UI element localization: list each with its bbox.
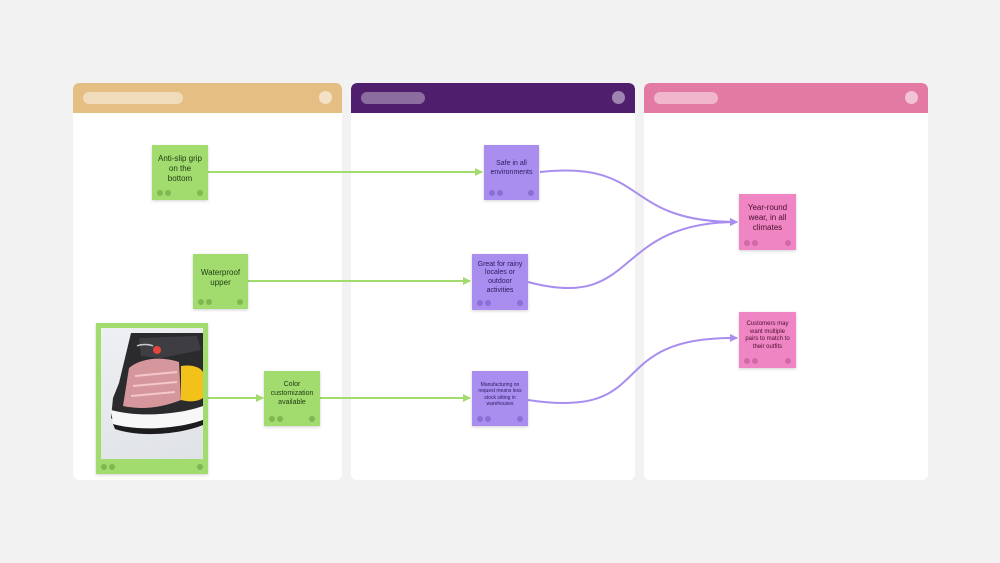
photo-card-footer [96,460,208,474]
note-dots [489,190,534,196]
column-3 [644,83,928,480]
column-2-title-placeholder [361,92,425,104]
column-1-title-placeholder [83,92,183,104]
note-dots [157,190,203,196]
note-waterproof-text: Waterproof upper [200,267,241,287]
column-1-header [73,83,342,113]
note-dots [477,300,523,306]
column-2-menu-dot[interactable] [612,91,625,104]
column-1-menu-dot[interactable] [319,91,332,104]
note-year-round[interactable]: Year-round wear, in all climates [739,194,796,250]
note-multiple-pairs-text: Customers may want multiple pairs to mat… [745,321,790,350]
note-manufacturing[interactable]: Manufacturing on request means less stoc… [472,371,528,426]
note-safe[interactable]: Safe in all environments [484,145,539,200]
note-anti-slip[interactable]: Anti-slip grip on the bottom [152,145,208,200]
column-3-header [644,83,928,113]
note-year-round-text: Year-round wear, in all climates [747,203,788,232]
note-manufacturing-text: Manufacturing on request means less stoc… [478,382,522,407]
note-waterproof[interactable]: Waterproof upper [193,254,248,309]
sneaker-icon [111,333,203,435]
sneaker-photo-card[interactable] [96,323,208,474]
note-dots [744,240,791,246]
column-3-title-placeholder [654,92,718,104]
note-color-customization-text: Color customization available [270,381,314,406]
note-rainy-text: Great for rainy locales or outdoor activ… [477,260,523,294]
note-anti-slip-text: Anti-slip grip on the bottom [157,153,202,183]
note-color-customization[interactable]: Color customization available [264,371,320,426]
note-dots [744,358,791,364]
column-2-header [351,83,635,113]
note-multiple-pairs[interactable]: Customers may want multiple pairs to mat… [739,312,796,368]
column-3-menu-dot[interactable] [905,91,918,104]
sneaker-photo [101,328,203,459]
note-dots [269,416,315,422]
note-dots [198,299,243,305]
note-dots [101,464,203,470]
note-dots [477,416,523,422]
note-safe-text: Safe in all environments [490,159,533,176]
note-rainy[interactable]: Great for rainy locales or outdoor activ… [472,254,528,310]
